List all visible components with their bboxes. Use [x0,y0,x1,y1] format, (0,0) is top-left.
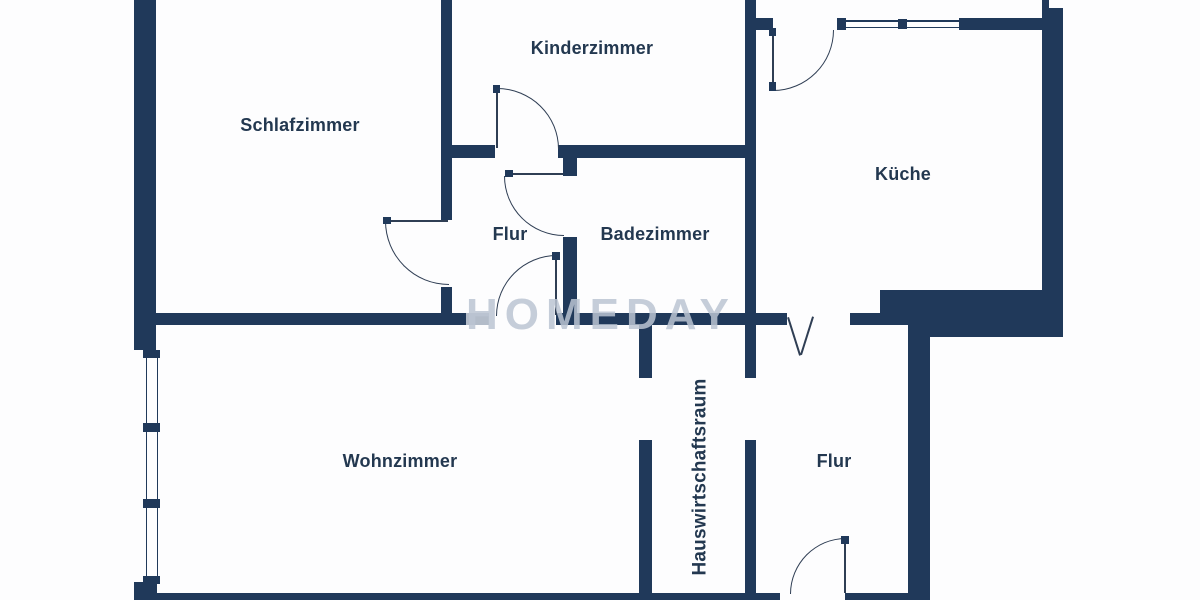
door-arc-kinderzimmer [497,88,559,149]
room-label-schlafzimmer: Schlafzimmer [240,115,360,135]
door-arc-wohnzimmer [496,255,557,316]
door-leaf-kueche [771,30,774,90]
door-arc-kueche [773,30,834,91]
wall-kueche-divider-lower [745,440,756,597]
room-label-flur-bottom: Flur [816,451,852,471]
opening-marker-line [787,317,802,356]
wall-badezimmer-left-upper [563,158,577,176]
door-leaf-schlafzimmer [385,219,448,222]
window-kitchen-end-cap [837,18,846,30]
door-hinge-cap [493,85,500,93]
wall-kueche-top-a [750,18,773,30]
window-left-frame-outer [145,350,147,584]
window-left-tick [143,423,160,432]
door-leaf-wohnzimmer [554,255,557,315]
wall-schlafzimmer-divider-upper [441,0,452,220]
wall-flur-right [908,325,930,600]
window-left-tick [143,350,160,358]
wall-strip-bottom-right [930,325,1063,337]
wall-badezimmer-left-lower [563,237,577,313]
wall-bottom-left [156,593,780,600]
wall-kueche-divider-upper [745,0,756,378]
room-label-flur-middle: Flur [492,224,528,244]
wall-middle-horizontal-b [556,313,787,325]
wall-middle-horizontal-a [134,313,466,325]
window-left-tick [143,499,160,508]
room-label-kinderzimmer: Kinderzimmer [530,38,654,58]
door-leaf-badezimmer [507,172,563,175]
room-label-badezimmer: Badezimmer [600,224,710,244]
window-kitchen-mullion [898,19,907,29]
window-left-frame-inner [156,350,158,584]
wall-middle-light-segment [466,313,489,325]
door-hinge-cap [505,170,513,177]
wall-middle-horizontal-c [850,313,880,325]
door-leaf-entrance [843,538,846,593]
wall-kinderzimmer-bottom-b [558,145,745,158]
door-arc-schlafzimmer [385,221,449,285]
opening-marker-line [800,316,814,356]
door-hinge-cap [383,217,391,224]
wall-left-outer [134,0,156,350]
wall-right-top-stub [1042,0,1049,10]
door-hinge-cap [552,252,560,260]
wall-schlafzimmer-divider-lower [441,287,452,313]
wall-hwr-left-upper [639,325,652,378]
window-kitchen-end-cap [959,18,970,30]
window-left-tick [143,576,160,584]
door-arc-entrance [790,538,846,594]
room-label-hauswirtschaftsraum: Hauswirtschaftsraum [689,378,711,576]
door-hinge-cap [769,28,776,36]
door-leaf-kinderzimmer [495,88,498,148]
wall-left-bottom-corner [134,582,157,600]
room-label-kueche: Küche [874,164,932,184]
wall-hwr-left-lower [639,440,652,597]
wall-kueche-top-b [970,18,1042,30]
wall-right-outer [1042,8,1063,337]
door-tip-cap [841,536,849,544]
room-label-wohnzimmer: Wohnzimmer [342,451,458,471]
wall-kinderzimmer-bottom-a [452,145,495,158]
wall-chimney-block [880,290,1042,325]
wall-bottom-right [845,593,930,600]
door-tip-cap [769,82,776,91]
